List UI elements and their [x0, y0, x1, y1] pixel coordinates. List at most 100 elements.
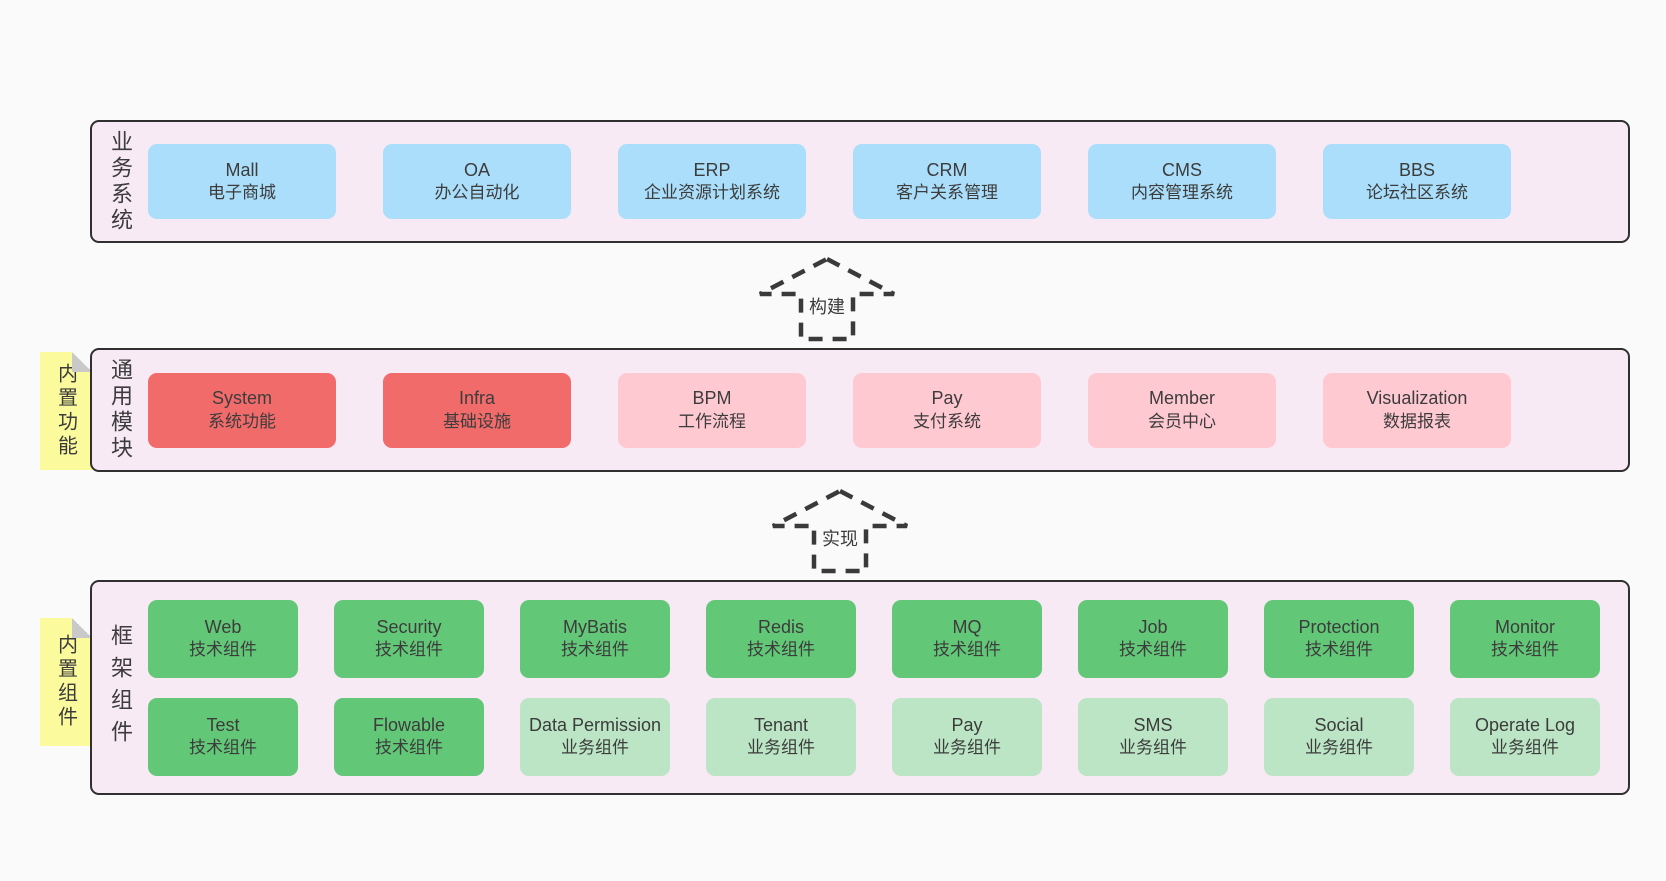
module-desc: 办公自动化 [434, 183, 520, 203]
component-box-social: Social 业务组件 [1264, 697, 1414, 776]
module-box-visualization: Visualization 数据报表 [1323, 372, 1511, 448]
component-box-flowable: Flowable 技术组件 [334, 697, 484, 776]
component-box-redis: Redis 技术组件 [706, 599, 856, 678]
module-name: Pay [931, 388, 963, 409]
component-desc: 技术组件 [1305, 640, 1373, 660]
module-desc: 内容管理系统 [1131, 183, 1233, 203]
component-name: Redis [757, 616, 805, 637]
sticky-note-label: 内置组件 [54, 634, 77, 730]
module-box-infra: Infra 基础设施 [383, 372, 571, 448]
component-box-data-permission: Data Permission 业务组件 [520, 697, 670, 776]
module-box-mall: Mall 电子商城 [148, 144, 336, 219]
component-name: Tenant [753, 714, 809, 735]
module-box-oa: OA 办公自动化 [383, 144, 571, 219]
component-desc: 技术组件 [561, 640, 629, 660]
module-desc: 系统功能 [208, 411, 276, 431]
component-name: MyBatis [562, 616, 627, 637]
component-desc: 业务组件 [1305, 738, 1373, 758]
framework-row-biz: Test 技术组件 Flowable 技术组件 Data Permission … [148, 697, 1600, 776]
component-name: Protection [1298, 616, 1380, 637]
component-desc: 技术组件 [189, 640, 257, 660]
module-name: Infra [458, 388, 496, 409]
module-box-member: Member 会员中心 [1088, 372, 1276, 448]
component-box-sms: SMS 业务组件 [1078, 697, 1228, 776]
component-desc: 业务组件 [933, 738, 1001, 758]
module-box-crm: CRM 客户关系管理 [853, 144, 1041, 219]
component-name: Flowable [372, 714, 446, 735]
sticky-note-label: 内置功能 [54, 363, 77, 459]
component-desc: 技术组件 [189, 738, 257, 758]
module-box-cms: CMS 内容管理系统 [1088, 144, 1276, 219]
module-name: Mall [225, 159, 259, 180]
module-box-bpm: BPM 工作流程 [618, 372, 806, 448]
module-name: CRM [926, 159, 968, 180]
band-side-label: 通用模块 [108, 358, 133, 462]
module-desc: 论坛社区系统 [1366, 183, 1468, 203]
component-box-mq: MQ 技术组件 [892, 599, 1042, 678]
module-desc: 支付系统 [913, 411, 981, 431]
component-desc: 业务组件 [561, 738, 629, 758]
build-arrow: 构建 [757, 256, 897, 342]
component-name: Social [1314, 714, 1364, 735]
module-name: OA [463, 159, 490, 180]
module-name: ERP [693, 159, 731, 180]
component-box-mybatis: MyBatis 技术组件 [520, 599, 670, 678]
component-desc: 业务组件 [1119, 738, 1187, 758]
component-name: MQ [952, 616, 982, 637]
up-arrow-icon [758, 256, 896, 342]
component-box-protection: Protection 技术组件 [1264, 599, 1414, 678]
component-box-monitor: Monitor 技术组件 [1450, 599, 1600, 678]
module-box-bbs: BBS 论坛社区系统 [1323, 144, 1511, 219]
component-desc: 技术组件 [747, 640, 815, 660]
component-name: Monitor [1494, 616, 1556, 637]
module-desc: 工作流程 [678, 411, 746, 431]
component-desc: 技术组件 [1119, 640, 1187, 660]
band-content: Web 技术组件 Security 技术组件 MyBatis 技术组件 Redi… [148, 599, 1628, 776]
module-box-system: System 系统功能 [148, 372, 336, 448]
component-name: SMS [1133, 714, 1173, 735]
module-name: Visualization [1366, 388, 1468, 409]
component-name: Data Permission [528, 714, 662, 735]
component-box-tenant: Tenant 业务组件 [706, 697, 856, 776]
band-content: System 系统功能 Infra 基础设施 BPM 工作流程 Pay 支付系统… [148, 372, 1628, 448]
module-name: CMS [1162, 159, 1202, 180]
module-box-erp: ERP 企业资源计划系统 [618, 144, 806, 219]
component-name: Test [206, 714, 240, 735]
band-side-label: 框架组件 [108, 623, 133, 752]
implement-arrow: 实现 [770, 488, 910, 574]
component-desc: 技术组件 [1491, 640, 1559, 660]
component-name: Pay [951, 714, 983, 735]
component-box-operate-log: Operate Log 业务组件 [1450, 697, 1600, 776]
module-name: System [211, 388, 272, 409]
module-desc: 基础设施 [443, 411, 511, 431]
band-side-label: 业务系统 [108, 129, 133, 234]
module-desc: 企业资源计划系统 [644, 183, 780, 203]
component-name: Operate Log [1474, 714, 1576, 735]
band-content: Mall 电子商城 OA 办公自动化 ERP 企业资源计划系统 CRM 客户关系… [148, 144, 1628, 219]
component-name: Web [204, 616, 242, 637]
component-desc: 技术组件 [375, 640, 443, 660]
component-name: Job [1138, 616, 1168, 637]
component-desc: 业务组件 [747, 738, 815, 758]
module-name: BPM [692, 388, 732, 409]
component-box-web: Web 技术组件 [148, 599, 298, 678]
implement-arrow-label: 实现 [818, 524, 862, 552]
band-common-modules: 通用模块 System 系统功能 Infra 基础设施 BPM 工作流程 Pay… [90, 348, 1630, 472]
band-framework-components: 框架组件 Web 技术组件 Security 技术组件 MyBatis 技术组件… [90, 580, 1630, 795]
component-box-security: Security 技术组件 [334, 599, 484, 678]
component-box-pay: Pay 业务组件 [892, 697, 1042, 776]
component-box-test: Test 技术组件 [148, 697, 298, 776]
band-business-systems: 业务系统 Mall 电子商城 OA 办公自动化 ERP 企业资源计划系统 CRM… [90, 120, 1630, 243]
component-desc: 技术组件 [375, 738, 443, 758]
module-desc: 会员中心 [1148, 411, 1216, 431]
module-box-pay: Pay 支付系统 [853, 372, 1041, 448]
framework-row-tech: Web 技术组件 Security 技术组件 MyBatis 技术组件 Redi… [148, 599, 1600, 678]
module-desc: 电子商城 [208, 183, 276, 203]
up-arrow-icon [771, 488, 909, 574]
sticky-note-builtin-components: 内置组件 [40, 618, 92, 746]
component-desc: 业务组件 [1491, 738, 1559, 758]
component-desc: 技术组件 [933, 640, 1001, 660]
module-desc: 客户关系管理 [896, 183, 998, 203]
sticky-note-builtin-features: 内置功能 [40, 352, 92, 470]
component-name: Security [376, 616, 442, 637]
